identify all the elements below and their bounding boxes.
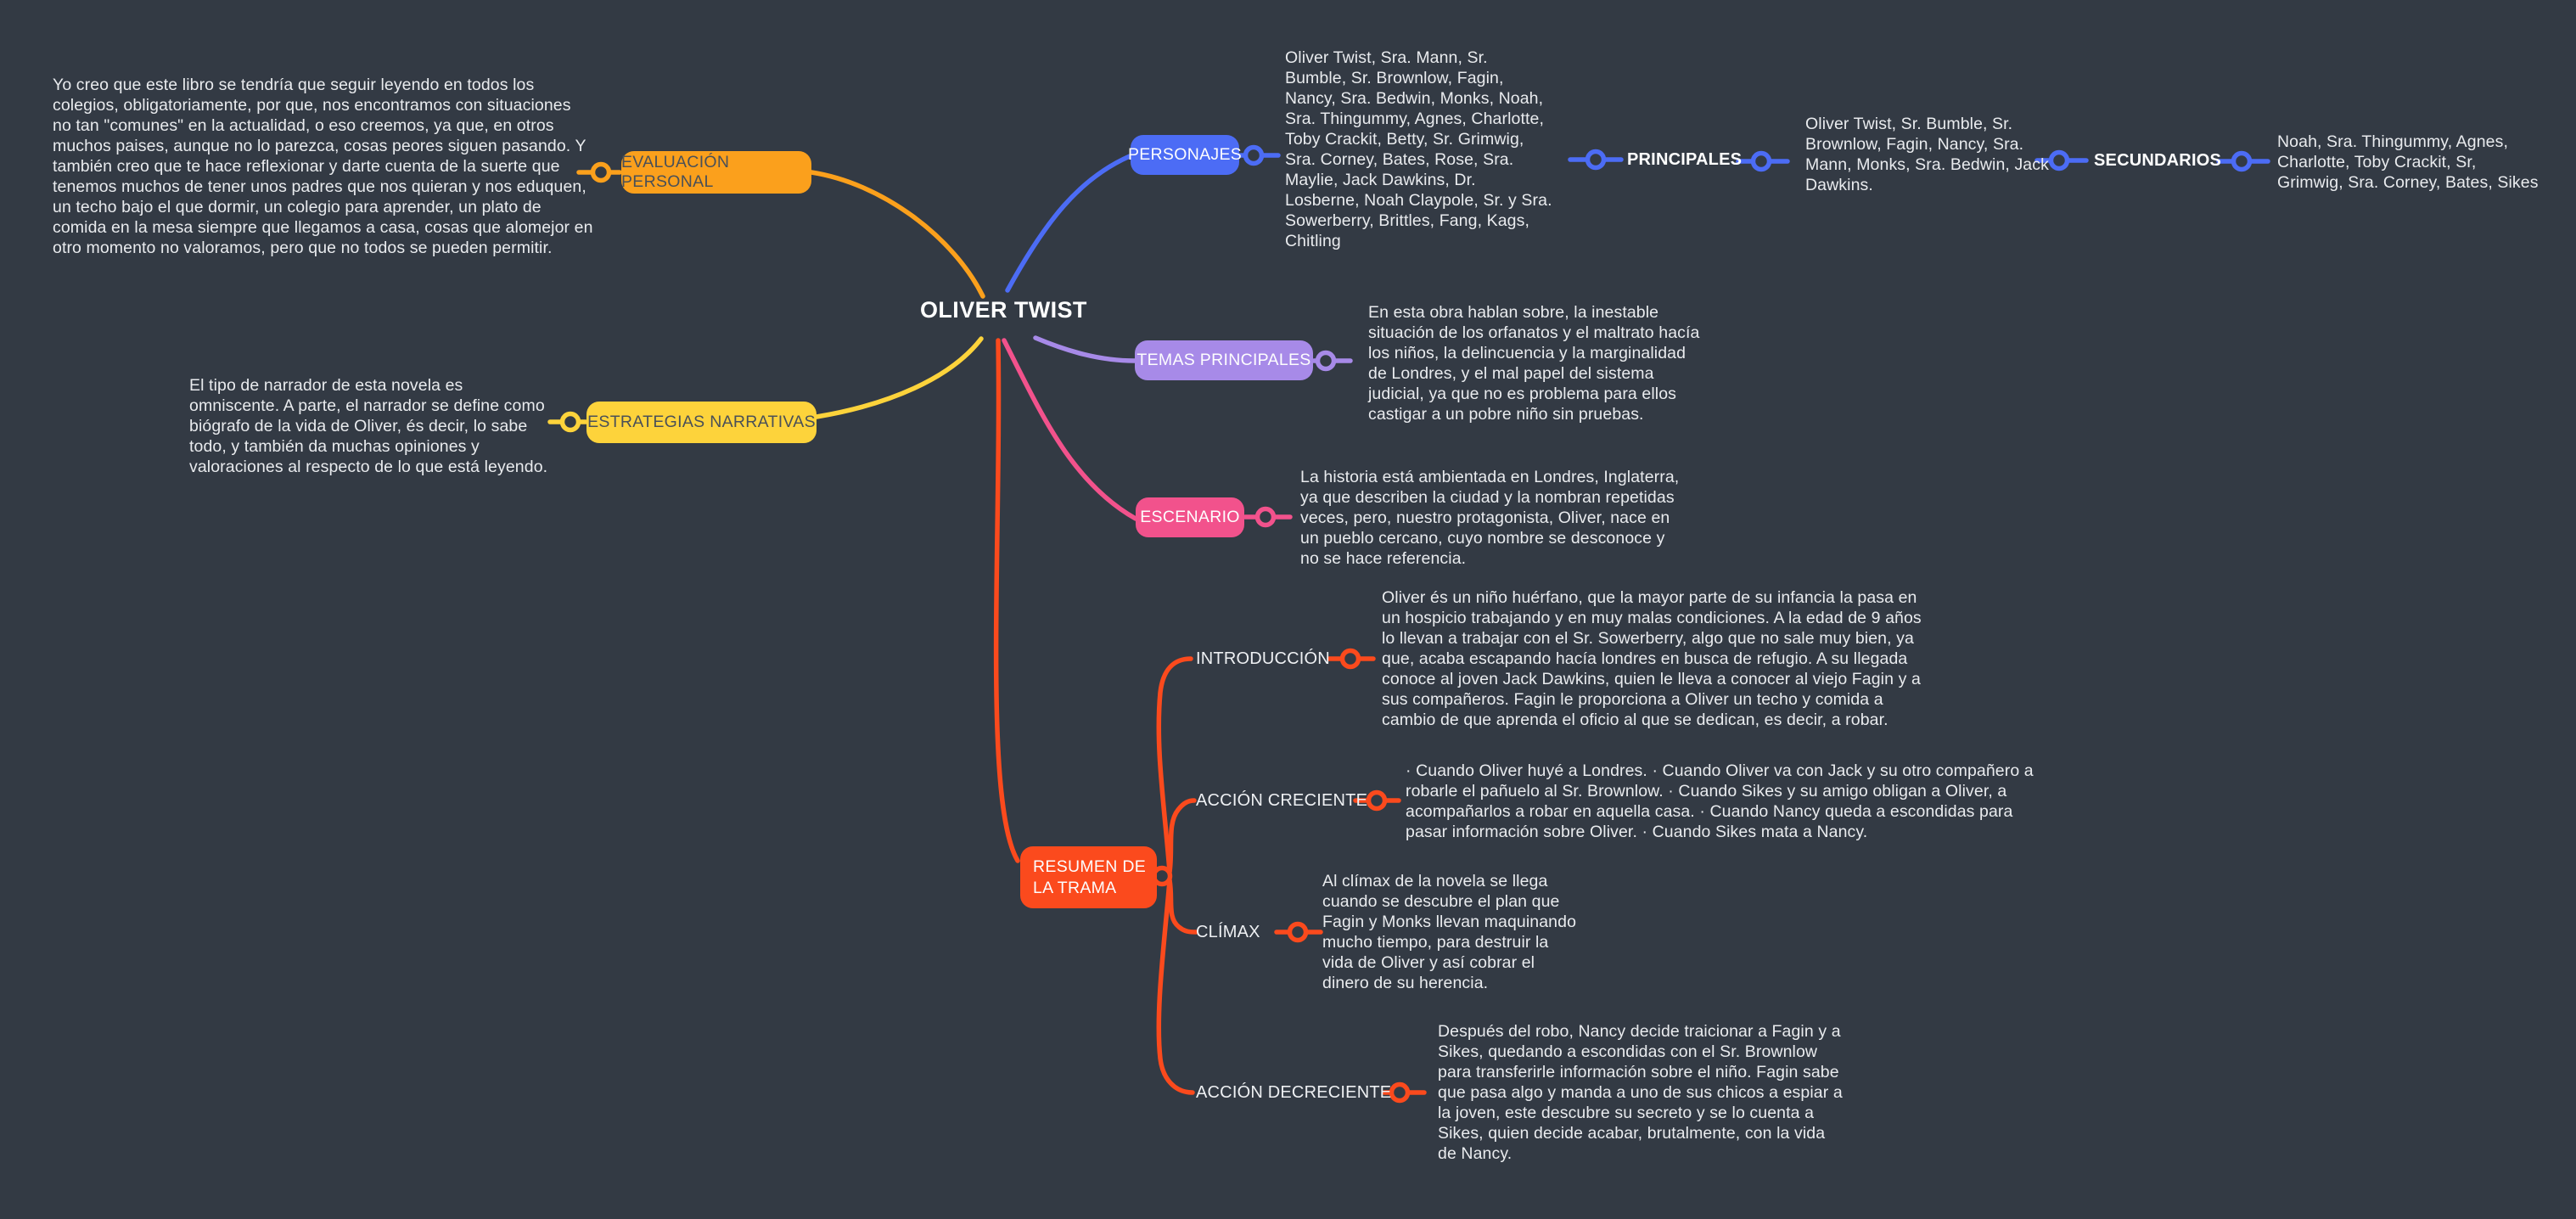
collapse-handle-accion-creciente[interactable]	[1353, 789, 1401, 812]
node-resumen-de-la-trama[interactable]: RESUMEN DE LA TRAMA	[1020, 846, 1157, 908]
node-temas-principales[interactable]: TEMAS PRINCIPALES	[1135, 340, 1313, 380]
collapse-handle-introduccion[interactable]	[1327, 648, 1376, 670]
branch-curve-accion-creciente	[1167, 798, 1197, 874]
note-introduccion[interactable]: Oliver és un niño huérfano, que la mayor…	[1382, 588, 1922, 729]
note-temas-principales[interactable]: En esta obra hablan sobre, la inestable …	[1368, 303, 1700, 424]
note-principales[interactable]: Oliver Twist, Sr. Bumble, Sr. Brownlow, …	[1805, 115, 2049, 194]
collapse-handle-escenario[interactable]	[1243, 506, 1293, 528]
collapse-handle-climax[interactable]	[1274, 921, 1323, 943]
collapse-handle-temas[interactable]	[1311, 350, 1353, 372]
topic-accion-creciente[interactable]: ACCIÓN CRECIENTE	[1196, 791, 1368, 810]
note-accion-decreciente[interactable]: Después del robo, Nancy decide traiciona…	[1438, 1022, 1843, 1163]
node-estrategias-narrativas[interactable]: ESTRATEGIAS NARRATIVAS	[586, 402, 817, 443]
node-personajes[interactable]: PERSONAJES	[1128, 135, 1242, 175]
note-accion-creciente[interactable]: · Cuando Oliver huyé a Londres. · Cuando…	[1406, 761, 2034, 841]
branch-curve-personajes	[1005, 154, 1132, 293]
collapse-handle-secundarios-left[interactable]	[2034, 149, 2089, 171]
note-escenario[interactable]: La historia está ambientada en Londres, …	[1300, 468, 1680, 568]
branch-curve-accion-decreciente	[1156, 878, 1195, 1095]
branch-curve-escenario	[1002, 338, 1138, 521]
collapse-handle-principales-left[interactable]	[1568, 149, 1624, 171]
topic-accion-decreciente[interactable]: ACCIÓN DECRECIENTE	[1196, 1083, 1392, 1102]
node-evaluacion-personal[interactable]: EVALUACIÓN PERSONAL	[621, 151, 811, 194]
note-personajes[interactable]: Oliver Twist, Sra. Mann, Sr. Bumble, Sr.…	[1285, 48, 1552, 250]
collapse-handle-secundarios-right[interactable]	[2216, 150, 2270, 172]
branch-curve-temas	[1033, 335, 1137, 363]
collapse-handle-principales-right[interactable]	[1736, 150, 1790, 172]
branch-curve-evaluacion	[809, 170, 985, 299]
branch-curve-resumen	[993, 338, 1020, 863]
note-climax[interactable]: Al clímax de la novela se llega cuando s…	[1322, 872, 1577, 992]
branch-curve-climax	[1167, 878, 1198, 935]
collapse-handle-estrategias[interactable]	[547, 411, 588, 433]
branch-curve-introduccion	[1156, 656, 1193, 874]
topic-secundarios[interactable]: SECUNDARIOS	[2094, 151, 2221, 170]
branch-curve-estrategias	[814, 336, 984, 419]
node-escenario[interactable]: ESCENARIO	[1136, 497, 1244, 537]
collapse-handle-evaluacion[interactable]	[576, 161, 622, 183]
note-secundarios[interactable]: Noah, Sra. Thingummy, Agnes, Charlotte, …	[2277, 132, 2539, 192]
topic-climax[interactable]: CLÍMAX	[1196, 923, 1260, 941]
note-estrategias-narrativas[interactable]: El tipo de narrador de esta novela es om…	[189, 376, 548, 476]
collapse-handle-personajes[interactable]	[1237, 144, 1281, 166]
topic-principales[interactable]: PRINCIPALES	[1627, 150, 1743, 169]
collapse-handle-accion-decreciente[interactable]	[1382, 1081, 1427, 1104]
central-topic-oliver-twist[interactable]: OLIVER TWIST	[920, 297, 1087, 323]
topic-introduccion[interactable]: INTRODUCCIÓN	[1196, 649, 1330, 668]
note-evaluacion-personal[interactable]: Yo creo que este libro se tendría que se…	[53, 76, 593, 257]
